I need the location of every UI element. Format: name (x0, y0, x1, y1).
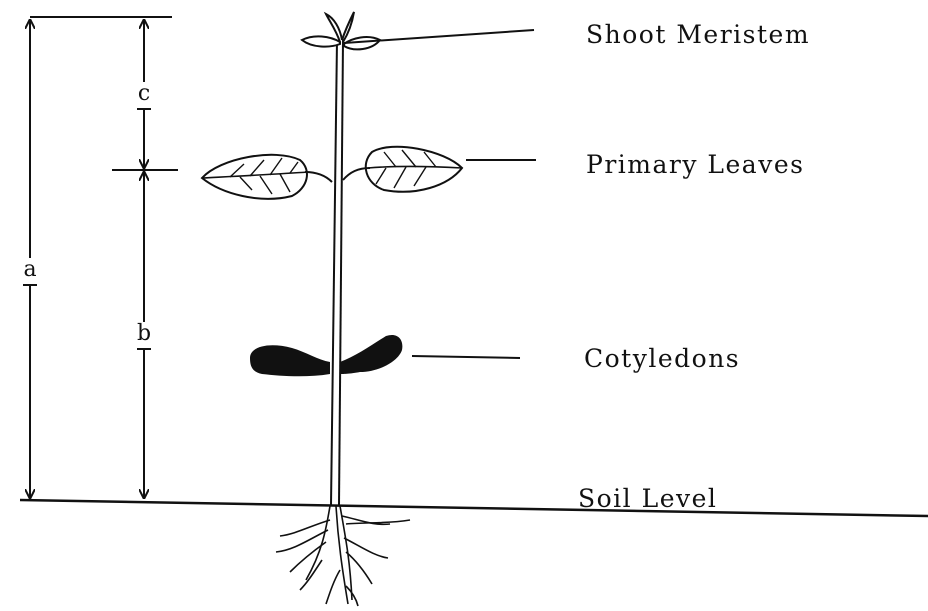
dimension-a-underline (23, 284, 37, 286)
cotyledons-label: Cotyledons (584, 344, 740, 373)
dimension-a-label: a (20, 258, 40, 286)
dimension-c-label: c (134, 82, 154, 110)
dimension-b-underline (137, 348, 151, 350)
shoot-meristem-label: Shoot Meristem (586, 20, 810, 49)
dimension-b-label: b (134, 322, 154, 350)
dimension-c-underline (137, 108, 151, 110)
cotyledons-drawing (250, 335, 520, 376)
primary-leaves-label: Primary Leaves (586, 150, 804, 179)
soil-line (20, 500, 928, 516)
shoot-meristem-drawing (302, 12, 534, 49)
stem (331, 40, 343, 505)
roots-drawing (276, 506, 410, 606)
soil-level-label: Soil Level (578, 484, 717, 513)
primary-leaves-drawing (202, 147, 536, 199)
